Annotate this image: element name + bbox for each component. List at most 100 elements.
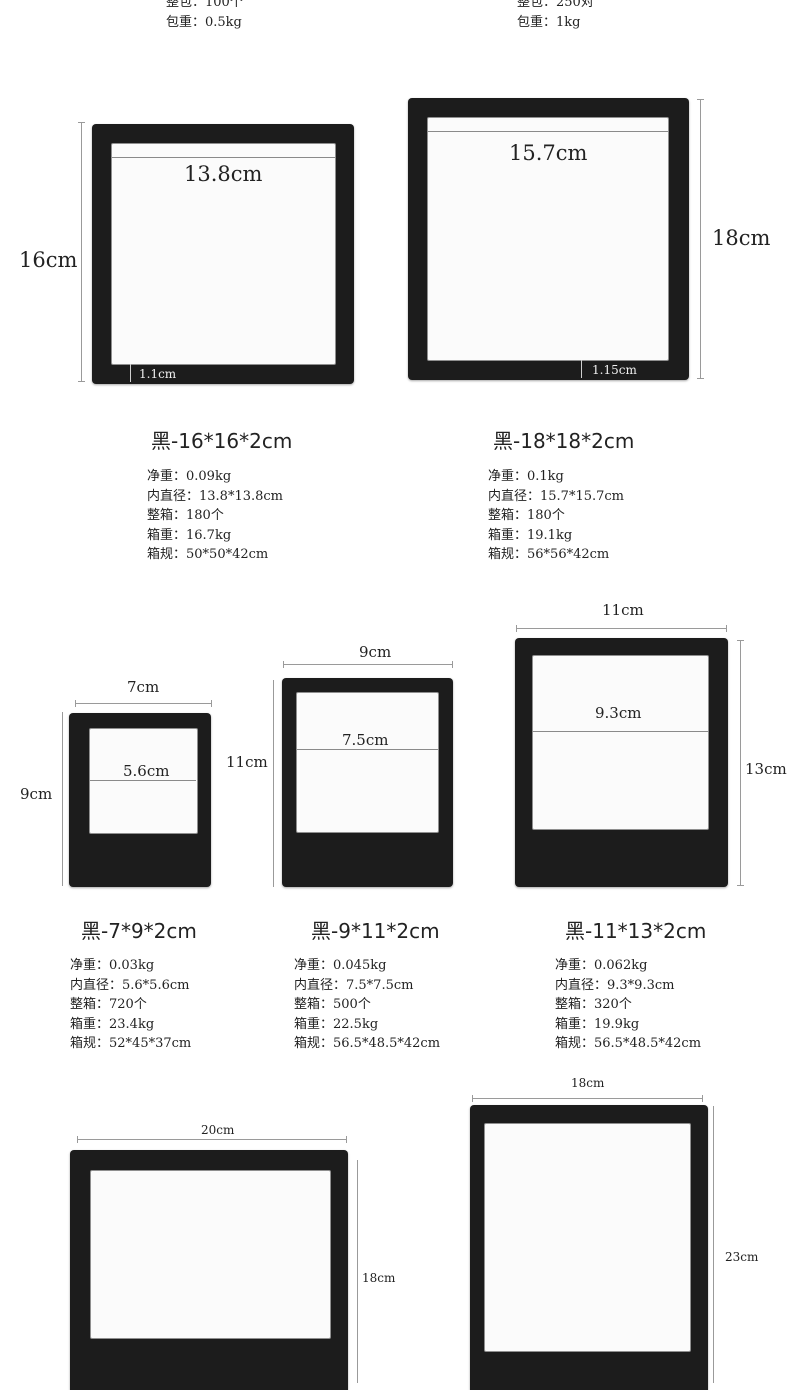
height-dimension-label: 9cm [20, 785, 53, 803]
spec-carton-qty: 整箱：320个 [555, 997, 632, 1012]
frame-window [427, 117, 669, 361]
product-title: 黑-7*9*2cm [81, 919, 197, 943]
product-image-frame [470, 1105, 708, 1390]
width-dimension-line [75, 703, 212, 704]
inner-dimension-label: 7.5cm [342, 731, 389, 749]
height-dimension-label: 23cm [725, 1250, 759, 1264]
border-dimension-tick [581, 360, 582, 378]
height-dimension-label: 11cm [226, 753, 268, 771]
frame-window [296, 692, 439, 833]
height-dimension-line [357, 1160, 358, 1383]
spec-net-weight: 净重：0.09kg [147, 469, 232, 484]
spec-carton-weight: 箱重：23.4kg [70, 1016, 155, 1032]
spec-line: 整包：250对 [517, 0, 594, 10]
inner-dimension-line [112, 157, 335, 158]
frame-window [484, 1123, 691, 1352]
product-image-frame [408, 98, 689, 380]
spec-carton-size: 箱规：52*45*37cm [70, 1036, 192, 1051]
dimension-tick [697, 99, 704, 100]
spec-carton-weight: 箱重：19.1kg [488, 527, 573, 543]
spec-carton-qty: 整箱：180个 [147, 508, 224, 523]
spec-carton-qty: 整箱：720个 [70, 997, 147, 1012]
width-dimension-label: 11cm [602, 601, 644, 619]
border-dimension-label: 1.15cm [592, 363, 637, 377]
width-dimension-label: 20cm [201, 1123, 235, 1137]
dimension-tick [78, 122, 85, 123]
inner-dimension-label: 5.6cm [123, 762, 170, 780]
dimension-tick [737, 885, 744, 886]
height-dimension-line [713, 1106, 714, 1383]
spec-carton-weight: 箱重：19.9kg [555, 1016, 640, 1032]
height-dimension-line [273, 680, 274, 887]
dimension-tick [452, 661, 453, 668]
spec-carton-size: 箱规：56*56*42cm [488, 547, 610, 562]
product-image-frame [69, 713, 211, 887]
frame-window [89, 728, 198, 834]
width-dimension-label: 18cm [571, 1076, 605, 1090]
spec-carton-size: 箱规：56.5*48.5*42cm [555, 1036, 702, 1051]
dimension-tick [726, 625, 727, 632]
product-title: 黑-11*13*2cm [565, 919, 707, 943]
spec-net-weight: 净重：0.045kg [294, 958, 387, 973]
dimension-tick [702, 1095, 703, 1102]
inner-dimension-label: 13.8cm [184, 162, 263, 186]
dimension-tick [78, 381, 85, 382]
width-dimension-line [77, 1139, 347, 1140]
product-image-frame [282, 678, 453, 887]
spec-net-weight: 净重：0.03kg [70, 958, 155, 973]
inner-dimension-label: 15.7cm [509, 141, 588, 165]
product-title: 黑-18*18*2cm [493, 429, 635, 453]
inner-dimension-line [90, 780, 196, 781]
frame-window [111, 143, 336, 365]
dimension-tick [697, 378, 704, 379]
inner-dimension-line [297, 749, 438, 750]
product-image-frame [515, 638, 728, 887]
product-image-frame [70, 1150, 348, 1390]
frame-window [90, 1170, 331, 1339]
spec-carton-weight: 箱重：22.5kg [294, 1016, 379, 1032]
dimension-tick [472, 1095, 473, 1102]
height-dimension-label: 16cm [19, 248, 78, 272]
spec-line: 整包：100个 [166, 0, 243, 10]
spec-carton-qty: 整箱：500个 [294, 997, 371, 1012]
border-dimension-tick [130, 364, 131, 382]
frame-window [532, 655, 709, 830]
spec-line: 包重：0.5kg [166, 15, 242, 30]
spec-inner-diameter: 内直径：13.8*13.8cm [147, 488, 283, 504]
width-dimension-label: 7cm [127, 678, 160, 696]
border-dimension-label: 1.1cm [139, 367, 177, 381]
spec-carton-size: 箱规：56.5*48.5*42cm [294, 1036, 441, 1051]
inner-dimension-line [428, 131, 668, 132]
spec-inner-diameter: 内直径：5.6*5.6cm [70, 977, 190, 993]
inner-dimension-line [532, 731, 709, 732]
dimension-tick [75, 700, 76, 707]
dimension-tick [77, 1136, 78, 1143]
spec-carton-qty: 整箱：180个 [488, 508, 565, 523]
height-dimension-line [700, 99, 701, 379]
dimension-tick [211, 700, 212, 707]
spec-inner-diameter: 内直径：9.3*9.3cm [555, 977, 675, 993]
product-title: 黑-9*11*2cm [311, 919, 440, 943]
spec-line: 包重：1kg [517, 15, 581, 30]
product-image-frame [92, 124, 354, 384]
dimension-tick [346, 1136, 347, 1143]
inner-dimension-label: 9.3cm [595, 704, 642, 722]
dimension-tick [283, 661, 284, 668]
height-dimension-label: 18cm [362, 1271, 396, 1285]
spec-net-weight: 净重：0.1kg [488, 469, 564, 484]
width-dimension-line [516, 628, 727, 629]
width-dimension-line [283, 664, 453, 665]
height-dimension-label: 18cm [712, 226, 771, 250]
height-dimension-line [62, 712, 63, 886]
product-title: 黑-16*16*2cm [151, 429, 293, 453]
spec-carton-size: 箱规：50*50*42cm [147, 547, 269, 562]
spec-net-weight: 净重：0.062kg [555, 958, 648, 973]
height-dimension-label: 13cm [745, 760, 787, 778]
dimension-tick [516, 625, 517, 632]
width-dimension-line [472, 1098, 703, 1099]
width-dimension-label: 9cm [359, 643, 392, 661]
height-dimension-line [81, 122, 82, 382]
spec-inner-diameter: 内直径：7.5*7.5cm [294, 977, 414, 993]
dimension-tick [737, 640, 744, 641]
height-dimension-line [740, 640, 741, 886]
